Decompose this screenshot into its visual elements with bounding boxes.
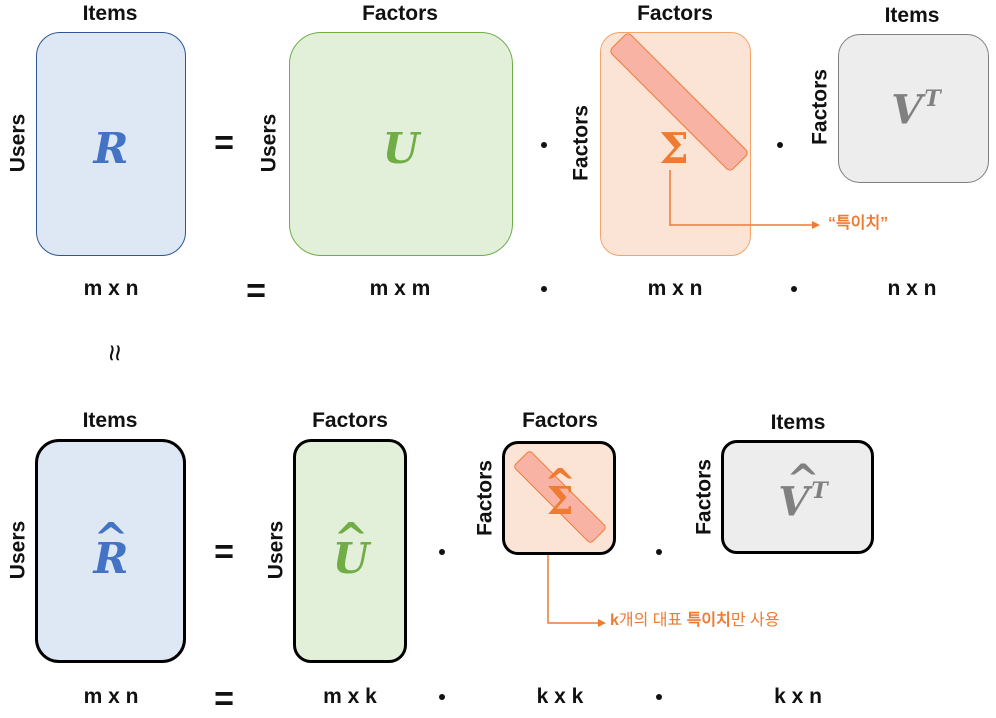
matrix-r <box>36 32 186 256</box>
sigmahat-hat: ^ <box>544 460 576 505</box>
rhat-base: R <box>93 534 129 583</box>
sigma-dims: m x n <box>647 277 703 300</box>
bottom-equals-sign: = <box>214 533 234 571</box>
matrix-u-hat <box>293 439 407 663</box>
equals-sign: = <box>214 124 234 162</box>
bottom-dims-multiply-dot <box>439 694 445 700</box>
rhat-dims: m x n <box>83 685 139 708</box>
uhat-factors-label: Factors <box>312 409 388 432</box>
multiply-dot <box>541 142 547 148</box>
vthat-base: V <box>778 478 810 526</box>
rhat-symbol: ^R <box>93 518 128 580</box>
bottom-dims-equals-sign: = <box>214 680 234 718</box>
bottom-annotation-text: k개의 대표 특이치만 사용 <box>610 613 779 629</box>
vt-items-label: Items <box>884 4 940 27</box>
rhat-users-label: Users <box>6 520 30 580</box>
top-annotation-text: “특이치” <box>828 215 889 232</box>
uhat-symbol: ^U <box>333 518 370 580</box>
uhat-dims: m x k <box>323 685 377 708</box>
dims-multiply-dot <box>791 286 797 292</box>
r-items-label: Items <box>82 2 138 25</box>
vthat-hat: ^ <box>786 456 820 503</box>
matrix-vt-hat <box>721 440 874 554</box>
vthat-factors-label: Factors <box>692 459 716 535</box>
u-factors-label: Factors <box>362 2 438 25</box>
top-annotation-line <box>669 170 812 226</box>
vthat-symbol: ^VT <box>778 460 828 526</box>
sigmahat-dims: k x k <box>536 685 584 708</box>
r-dims: m x n <box>83 277 139 300</box>
sigmahat-symbol: ^Σ <box>544 464 576 520</box>
bottom-annotation-arrowhead <box>598 619 606 627</box>
top-annotation-arrowhead <box>812 221 820 229</box>
uhat-hat: ^ <box>333 514 369 563</box>
uhat-base: U <box>332 534 370 583</box>
sigmahat-factors-label: Factors <box>522 409 598 432</box>
vt-dims: n x n <box>887 277 937 300</box>
annotation-part4: 만 사용 <box>730 612 780 629</box>
bottom-multiply-dot <box>656 549 662 555</box>
annotation-singular-values: 특이치 <box>686 612 731 629</box>
vthat-items-label: Items <box>770 411 826 434</box>
dims-multiply-dot <box>541 286 547 292</box>
vt-symbol: VT <box>891 88 940 131</box>
bottom-multiply-dot <box>439 549 445 555</box>
rhat-items-label: Items <box>82 409 138 432</box>
vthat-dims: k x n <box>774 685 822 708</box>
rhat-hat: ^ <box>93 514 129 563</box>
vt-superscript: T <box>924 86 941 112</box>
dims-equals-sign: = <box>246 272 266 310</box>
multiply-dot <box>777 142 783 148</box>
sigma-symbol: Σ <box>659 124 689 173</box>
sigma-factors-label: Factors <box>637 2 713 25</box>
sigmahat-factors-row-label: Factors <box>473 460 497 536</box>
uhat-users-label: Users <box>264 520 288 580</box>
matrix-u <box>289 32 513 256</box>
bottom-dims-multiply-dot <box>656 694 662 700</box>
u-symbol: U <box>382 124 420 173</box>
u-dims: m x m <box>369 277 431 300</box>
annotation-part2: 개의 대표 <box>618 612 687 629</box>
annotation-k: k <box>610 612 619 629</box>
matrix-r-hat <box>35 439 186 663</box>
approx-symbol: ≈ <box>98 344 131 362</box>
matrix-vt <box>838 34 989 183</box>
vt-base: V <box>891 86 923 134</box>
vthat-superscript: T <box>811 478 828 504</box>
sigmahat-base: Σ <box>546 478 574 523</box>
r-symbol: R <box>93 124 129 173</box>
